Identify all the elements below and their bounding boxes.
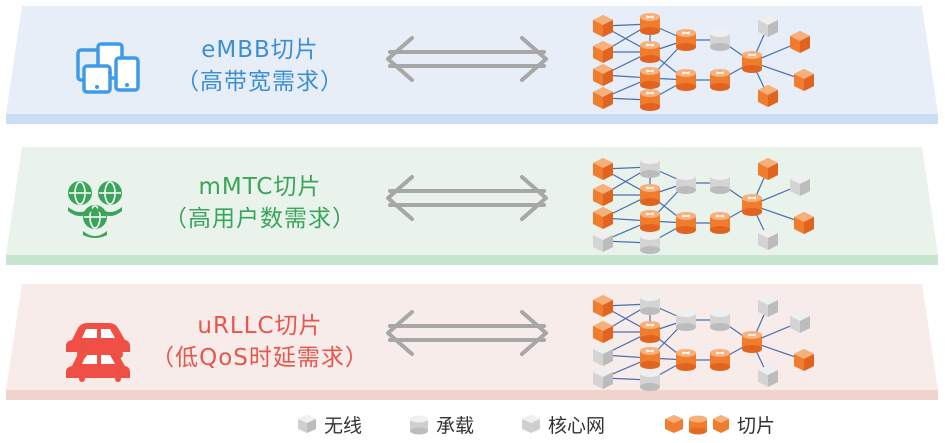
legend-label-bearer: 承载 — [436, 414, 475, 437]
layer-subtitle: （高带宽需求） — [176, 69, 344, 95]
legend-item-wireless: 无线 — [296, 411, 362, 438]
slice-node — [640, 321, 660, 343]
slice-node — [758, 85, 778, 107]
slice-node — [794, 69, 814, 91]
slice-node — [676, 349, 696, 371]
network-node — [758, 295, 778, 317]
layer-mmtc: mMTC切片 （高用户数需求） — [0, 143, 945, 273]
network-node — [758, 15, 778, 37]
network-node — [676, 172, 696, 194]
slice-node — [640, 347, 660, 369]
slice-node — [710, 349, 730, 371]
layer-label-mmtc: mMTC切片 （高用户数需求） — [142, 171, 378, 235]
layer-plate-mmtc — [6, 147, 938, 265]
slice-node — [742, 194, 762, 216]
network-node — [710, 309, 730, 331]
layer-title: uRLLC切片 — [197, 313, 323, 339]
slice-node — [640, 210, 660, 232]
slice-node — [742, 331, 762, 353]
core-node-icon — [522, 415, 541, 433]
layer-plate-embb — [6, 6, 938, 124]
layer-subtitle: （低QoS时延需求） — [151, 345, 369, 371]
legend-label-wireless: 无线 — [324, 414, 363, 437]
slice-node — [710, 69, 730, 91]
network-node — [710, 172, 730, 194]
network-topology-urllc — [593, 293, 814, 391]
legend-item-bearer: 承载 — [408, 411, 474, 438]
slice-node — [640, 89, 660, 111]
network-node — [640, 232, 660, 254]
legend-label-slice: 切片 — [737, 414, 776, 437]
network-node — [758, 365, 778, 387]
network-node — [593, 344, 613, 366]
slice-node — [593, 15, 613, 37]
wireless-node-icon — [298, 415, 316, 433]
slice-node — [593, 184, 613, 206]
layer-title: eMBB切片 — [201, 37, 319, 63]
slice-node — [593, 321, 613, 343]
bearer-node-icon — [410, 415, 429, 435]
slice-node — [742, 51, 762, 73]
layer-urllc: uRLLC切片 （低QoS时延需求） — [0, 280, 945, 405]
network-node — [640, 369, 660, 391]
tablet-devices-icon — [76, 42, 140, 94]
slice-node — [593, 41, 613, 63]
layer-subtitle: （高用户数需求） — [164, 206, 356, 232]
slice-node — [794, 349, 814, 371]
layer-plate-urllc — [6, 284, 938, 400]
network-node — [593, 230, 613, 252]
slice-node — [710, 212, 730, 234]
legend-label-core: 核心网 — [548, 414, 606, 437]
slice-node — [676, 69, 696, 91]
slice-node — [676, 29, 696, 51]
slice-node — [794, 212, 814, 234]
iot-globes-icon — [68, 181, 122, 238]
layer-label-urllc: uRLLC切片 （低QoS时延需求） — [140, 310, 380, 374]
network-node — [758, 228, 778, 250]
legend-item-core: 核心网 — [520, 411, 605, 438]
network-node — [676, 309, 696, 331]
double-arrow-icon — [386, 175, 548, 221]
network-node — [640, 156, 660, 178]
slice-node — [593, 87, 613, 109]
cars-icon — [66, 323, 130, 382]
double-arrow-icon — [386, 310, 548, 356]
slice-node — [758, 158, 778, 180]
slice-node — [593, 158, 613, 180]
layer-label-embb: eMBB切片 （高带宽需求） — [160, 34, 360, 98]
slice-node — [593, 207, 613, 229]
network-node — [710, 29, 730, 51]
layer-embb: eMBB切片 （高带宽需求） — [0, 0, 945, 130]
slice-node — [790, 31, 810, 53]
network-node — [790, 311, 810, 333]
network-topology-mmtc — [593, 156, 814, 254]
slice-node — [593, 295, 613, 317]
legend: 无线 承载 核心网 切片 — [296, 409, 775, 439]
network-node — [640, 293, 660, 315]
slice-node — [640, 67, 660, 89]
slice-node — [640, 41, 660, 63]
layer-title: mMTC切片 — [198, 174, 322, 200]
legend-item-slice: 切片 — [663, 411, 775, 438]
slice-node — [593, 64, 613, 86]
network-node — [790, 174, 810, 196]
slice-node — [676, 212, 696, 234]
network-topology-embb — [593, 13, 814, 111]
slice-nodes-icon — [665, 415, 730, 435]
network-node — [593, 367, 613, 389]
double-arrow-icon — [386, 36, 548, 82]
slice-node — [640, 13, 660, 35]
slice-node — [640, 184, 660, 206]
